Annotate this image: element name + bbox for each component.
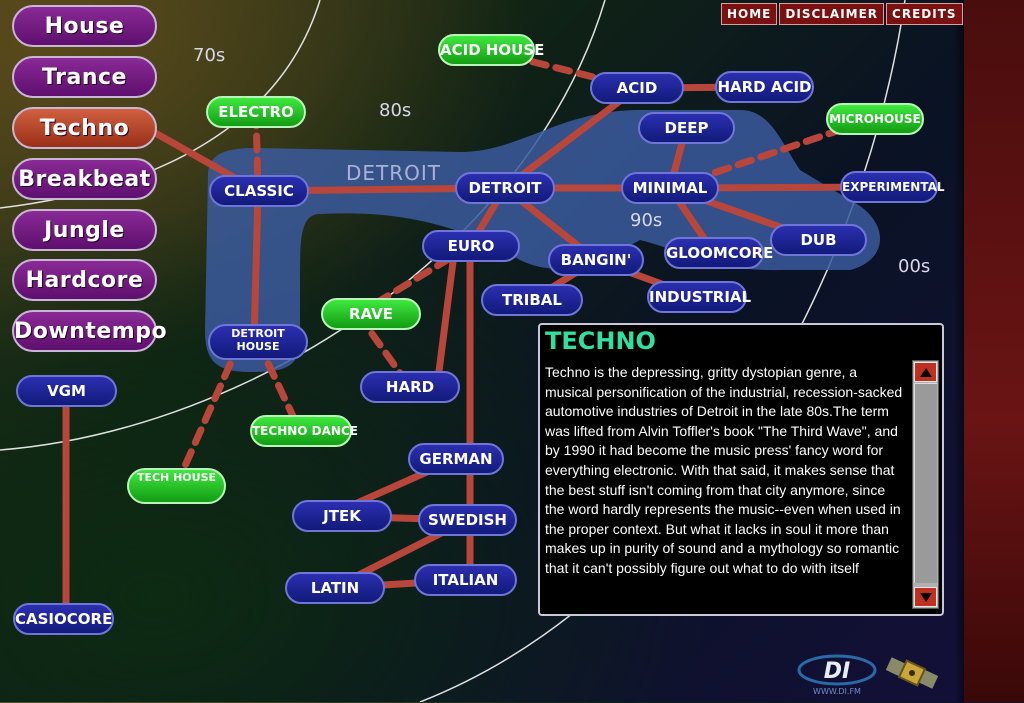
node-microhouse[interactable]: MICROHOUSE xyxy=(826,103,924,135)
satellite-icon xyxy=(885,650,939,701)
node-swedish[interactable]: SWEDISH xyxy=(418,504,517,536)
node-casiocore[interactable]: CASIOCORE xyxy=(13,603,114,635)
decade-label-90s: 90s xyxy=(630,210,663,231)
info-title: TECHNO xyxy=(545,327,656,355)
node-vgm[interactable]: VGM xyxy=(16,375,117,407)
node-german[interactable]: GERMAN xyxy=(408,443,504,475)
node-gloomcore[interactable]: GLOOMCORE xyxy=(664,237,773,269)
top-nav: HOME DISCLAIMER CREDITS xyxy=(721,3,963,25)
info-description: Techno is the depressing, gritty dystopi… xyxy=(545,364,903,576)
genre-button-techno[interactable]: Techno xyxy=(12,107,157,149)
node-italian[interactable]: ITALIAN xyxy=(414,564,517,596)
genre-button-trance[interactable]: Trance xyxy=(12,56,157,98)
scroll-thumb[interactable] xyxy=(914,383,937,583)
link-detroit-acid xyxy=(501,84,641,192)
di-logo-icon: DI WWW.DI.FM xyxy=(797,654,877,696)
node-hard[interactable]: HARD xyxy=(360,371,460,403)
right-edge-band xyxy=(954,0,1024,702)
genre-button-jungle[interactable]: Jungle xyxy=(12,209,157,251)
genre-info-panel: TECHNO Techno is the depressing, gritty … xyxy=(538,323,944,616)
node-bangin[interactable]: BANGIN' xyxy=(548,244,644,276)
genre-button-breakbeat[interactable]: Breakbeat xyxy=(12,158,157,200)
node-electro[interactable]: ELECTRO xyxy=(206,96,306,128)
genre-button-hardcore[interactable]: Hardcore xyxy=(12,259,157,301)
node-minimal[interactable]: MINIMAL xyxy=(621,172,719,204)
link-classic-detroithouse xyxy=(250,187,262,346)
node-euro[interactable]: EURO xyxy=(422,230,520,262)
credits-link[interactable]: CREDITS xyxy=(886,3,963,25)
info-scrollbar[interactable] xyxy=(912,360,939,609)
node-jtek[interactable]: JTEK xyxy=(292,500,392,532)
scroll-up-button[interactable] xyxy=(914,362,937,382)
di-logo-text: DI xyxy=(824,659,850,684)
node-rave[interactable]: RAVE xyxy=(321,298,421,330)
link-euro-hard xyxy=(433,242,459,391)
arrow-up-icon xyxy=(920,368,932,377)
node-classic[interactable]: CLASSIC xyxy=(209,175,309,207)
genre-button-house[interactable]: House xyxy=(12,5,157,47)
di-logo-url: WWW.DI.FM xyxy=(813,687,861,696)
node-tech-house[interactable]: TECH HOUSE xyxy=(127,468,226,504)
region-label-detroit: DETROIT xyxy=(346,161,442,185)
di-logo[interactable]: DI WWW.DI.FM xyxy=(795,652,881,703)
node-acid-house[interactable]: ACID HOUSE xyxy=(438,34,544,66)
node-acid[interactable]: ACID xyxy=(590,72,684,104)
node-latin[interactable]: LATIN xyxy=(285,572,385,604)
node-techno-dance[interactable]: TECHNO DANCE xyxy=(250,415,358,447)
node-experimental[interactable]: EXPERIMENTAL xyxy=(840,171,945,203)
disclaimer-link[interactable]: DISCLAIMER xyxy=(779,3,885,25)
node-hard-acid[interactable]: HARD ACID xyxy=(715,71,814,103)
home-link[interactable]: HOME xyxy=(721,3,778,25)
decade-label-80s: 80s xyxy=(379,100,412,121)
node-industrial[interactable]: INDUSTRIAL xyxy=(647,281,751,313)
decade-label-00s: 00s xyxy=(898,256,931,277)
link-detroithouse-techhouse xyxy=(172,338,244,490)
genre-button-downtempo[interactable]: Downtempo xyxy=(12,310,167,352)
node-deep[interactable]: DEEP xyxy=(638,112,735,144)
node-detroit[interactable]: DETROIT xyxy=(455,172,555,204)
node-tribal[interactable]: TRIBAL xyxy=(481,284,583,316)
node-detroit-house[interactable]: DETROIT HOUSE xyxy=(208,324,308,360)
scroll-down-button[interactable] xyxy=(914,587,937,607)
decade-label-70s: 70s xyxy=(193,45,226,66)
arrow-down-icon xyxy=(920,593,932,602)
node-dub[interactable]: DUB xyxy=(770,224,867,256)
